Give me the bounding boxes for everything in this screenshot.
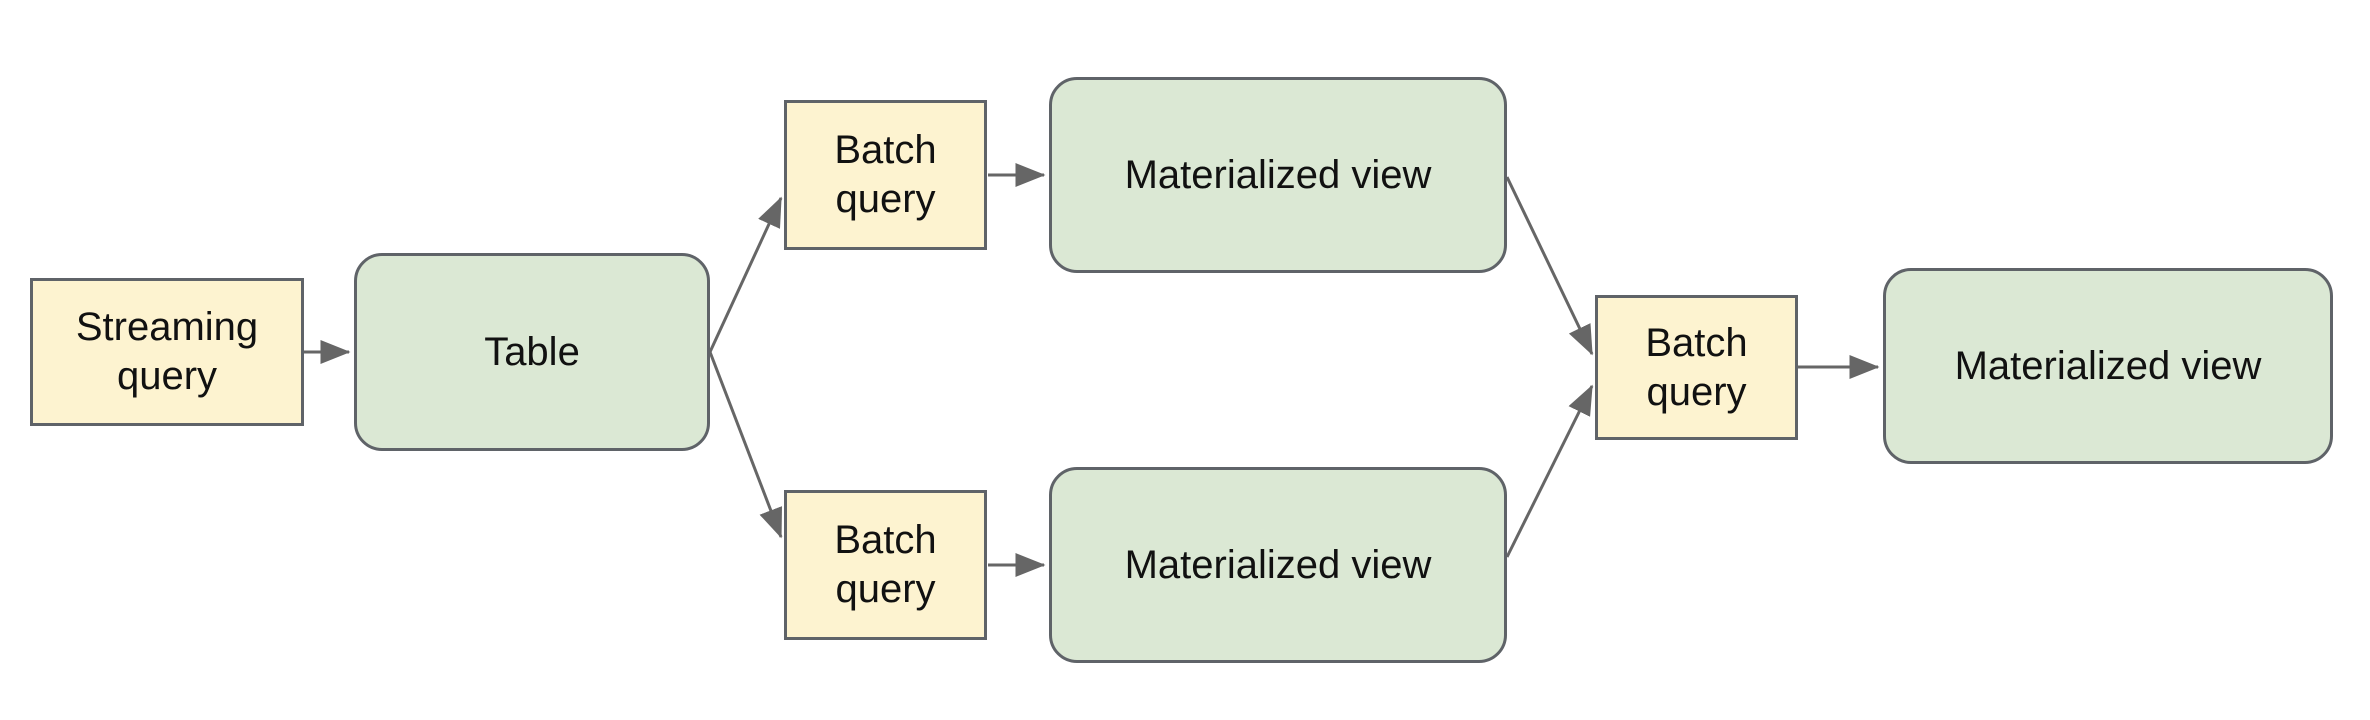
edge-mv-bottom-to-batch-query-right [1505,384,1594,558]
node-materialized-view-top-label: Materialized view [1124,152,1432,197]
edge-mv-top-to-batch-query-right [1505,176,1594,356]
node-batch-query-bottom: Batch query [784,490,987,640]
edge-table-to-batch-query-bottom [708,351,783,539]
node-materialized-view-right-label: Materialized view [1954,343,2262,388]
node-streaming-query-label: Streaming query [75,305,259,398]
node-materialized-view-right: Materialized view [1883,268,2333,464]
node-streaming-query: Streaming query [30,278,304,426]
node-materialized-view-top: Materialized view [1049,77,1507,273]
node-materialized-view-bottom-label: Materialized view [1124,542,1432,587]
node-batch-query-bottom-label: Batch query [834,518,937,611]
node-table: Table [354,253,710,451]
node-batch-query-right: Batch query [1595,295,1798,440]
edge-table-to-batch-query-top [708,196,783,353]
node-batch-query-right-label: Batch query [1645,320,1748,414]
node-table-label: Table [484,329,580,374]
node-materialized-view-bottom: Materialized view [1049,467,1507,663]
node-batch-query-top: Batch query [784,100,987,250]
node-batch-query-top-label: Batch query [834,128,937,221]
